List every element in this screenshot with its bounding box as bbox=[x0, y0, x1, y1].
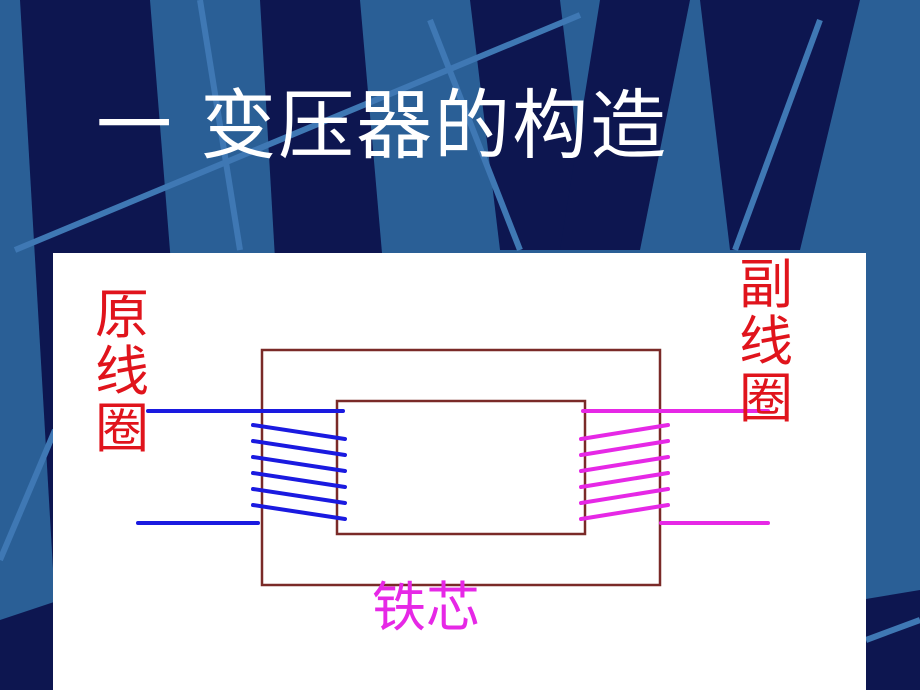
secondary-coil bbox=[579, 409, 770, 525]
primary-coil bbox=[136, 409, 347, 525]
primary-coil-turn bbox=[251, 423, 347, 441]
iron-core-label: 铁芯 bbox=[372, 576, 480, 639]
primary-coil-turn bbox=[251, 503, 347, 521]
transformer-diagram bbox=[136, 348, 770, 587]
secondary-coil-turn bbox=[579, 503, 670, 521]
secondary-coil-turn bbox=[579, 455, 670, 473]
primary-coil-turn bbox=[251, 487, 347, 505]
secondary-coil-turn bbox=[579, 471, 670, 489]
slide-title: 一 变压器的构造 bbox=[96, 81, 669, 170]
core-outer-frame bbox=[260, 348, 662, 587]
primary-coil-turn bbox=[251, 471, 347, 489]
core-inner-window bbox=[335, 399, 587, 536]
diagram-panel bbox=[53, 253, 866, 690]
secondary-coil-turn bbox=[579, 439, 670, 457]
secondary-coil-turn bbox=[579, 423, 670, 441]
primary-coil-label: 原线圈 bbox=[95, 283, 149, 460]
primary-coil-turn bbox=[251, 439, 347, 457]
primary-coil-turn bbox=[251, 455, 347, 473]
iron-core bbox=[260, 348, 662, 587]
secondary-coil-label: 副线圈 bbox=[739, 253, 793, 430]
secondary-coil-turn bbox=[579, 487, 670, 505]
